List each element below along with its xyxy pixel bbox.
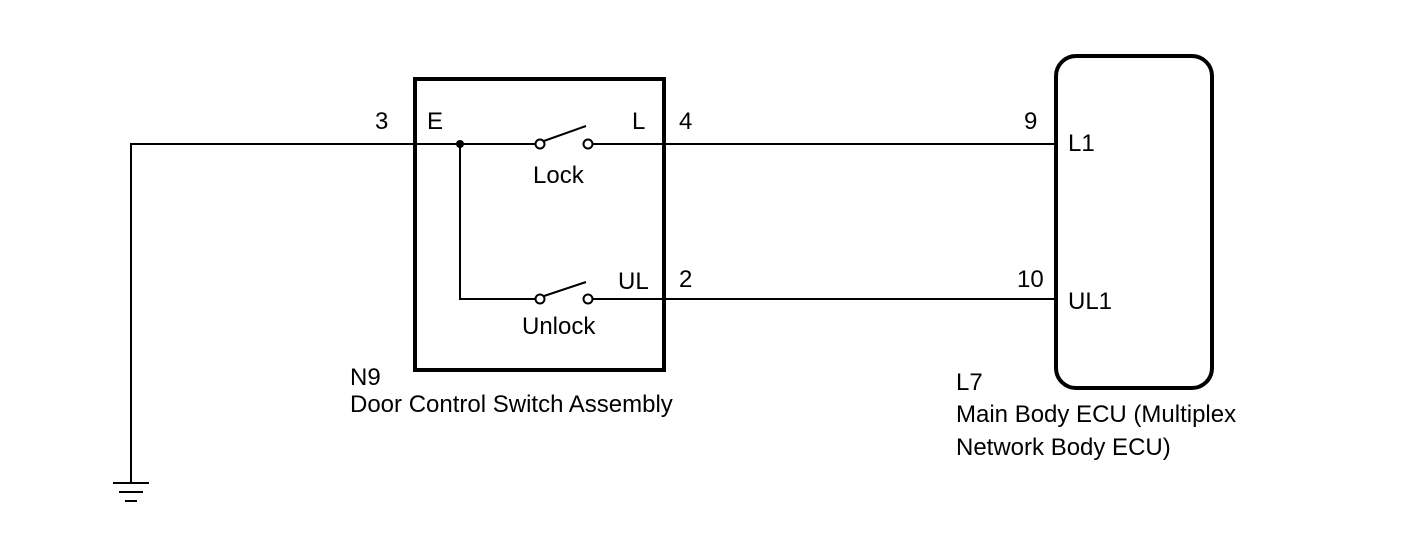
ground-wire <box>130 143 415 483</box>
terminal-ul1-label: UL1 <box>1068 288 1112 315</box>
switch-assembly-name: Door Control Switch Assembly <box>350 391 673 418</box>
lock-switch <box>534 125 594 150</box>
pin-l1-number: 9 <box>1024 108 1037 135</box>
pin-e-number: 3 <box>375 108 388 135</box>
ecu-name-line1: Main Body ECU (Multiplex <box>956 401 1236 428</box>
terminal-e-label: E <box>427 108 443 135</box>
unlock-switch <box>534 281 594 305</box>
switch-assembly-box <box>413 77 666 372</box>
ecu-box <box>1054 54 1214 390</box>
unlock-branch-wire <box>459 144 537 300</box>
ecu-code: L7 <box>956 369 983 396</box>
terminal-l1-label: L1 <box>1068 130 1095 157</box>
terminal-ul-label: UL <box>618 268 649 295</box>
ground-symbol <box>113 482 149 502</box>
ecu-name-line2: Network Body ECU) <box>956 434 1171 461</box>
pin-ul1-number: 10 <box>1017 266 1044 293</box>
pin-l-number: 4 <box>679 108 692 135</box>
terminal-l-label: L <box>632 108 645 135</box>
pin-ul-number: 2 <box>679 266 692 293</box>
switch-assembly-code: N9 <box>350 364 381 391</box>
lock-label: Lock <box>533 162 585 189</box>
unlock-label: Unlock <box>522 313 596 340</box>
